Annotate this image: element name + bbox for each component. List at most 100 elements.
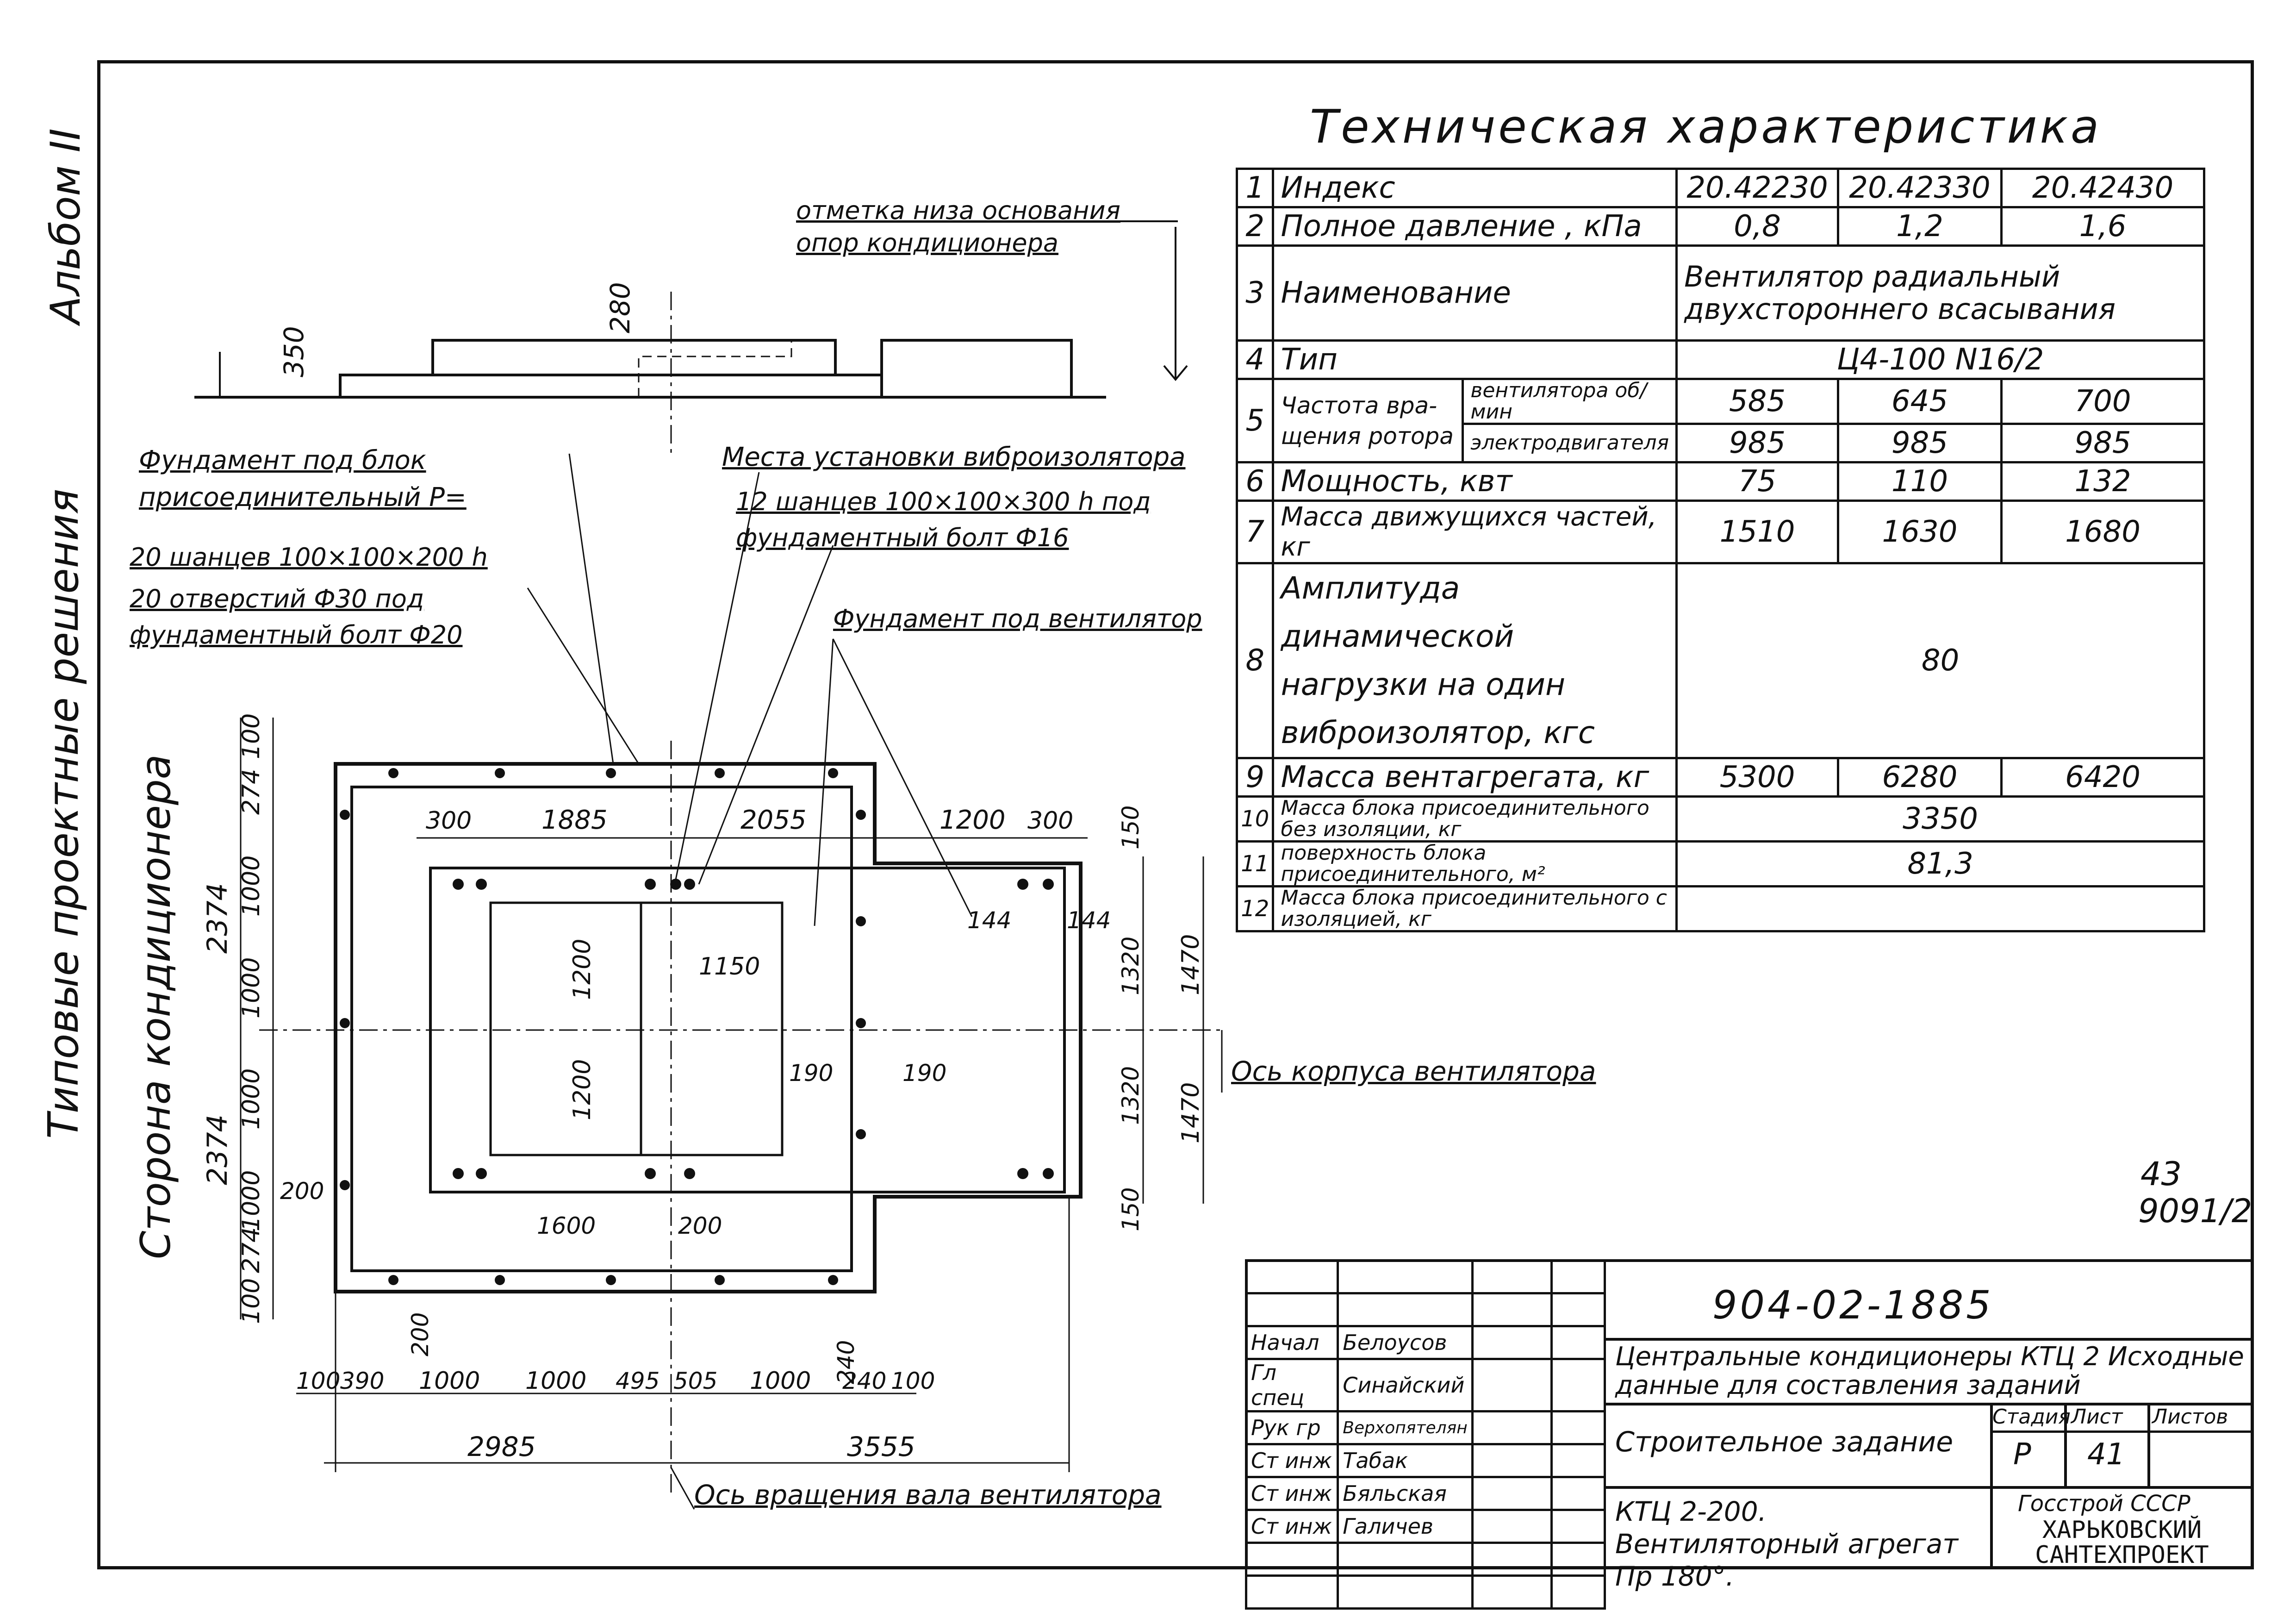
row-label: Наименование <box>1272 244 1678 342</box>
row-number: 5 <box>1235 378 1275 463</box>
cell: 700 <box>2000 378 2205 425</box>
document-code: 904-02-1885 <box>1712 1282 1994 1328</box>
project-title: Центральные кондиционеры КТЦ 2 Исходные … <box>1615 1342 2244 1400</box>
document-type: Строительное задание <box>1615 1426 1954 1458</box>
cell: 1,6 <box>2000 206 2205 247</box>
cell: 985 <box>2000 423 2205 463</box>
sheets-header: Листов <box>2152 1405 2228 1429</box>
dim-text: 1000 <box>750 1367 811 1395</box>
cell: 6280 <box>1836 757 2003 798</box>
bolt-hole <box>476 879 487 890</box>
merged-cell: Ц4-100 N16/2 <box>1675 339 2205 380</box>
role: Начал <box>1244 1325 1339 1360</box>
note-base-mark: отметка низа основания опор кондиционера <box>796 196 1121 257</box>
bolt-hole <box>476 1168 487 1179</box>
tech-row: 5 Частота вра-щения ротора вентилятора о… <box>1235 378 2205 463</box>
tech-row: 9 Масса вентагрегата, кг 5300 6280 6420 <box>1235 757 2205 798</box>
merged-cell: 80 <box>1675 562 2205 759</box>
bolt-hole <box>495 768 505 778</box>
bolt-hole <box>340 1018 350 1028</box>
bolt-hole <box>1043 879 1054 890</box>
bolt-hole <box>340 1180 350 1190</box>
dim-text: 150 <box>1117 806 1144 849</box>
bolt-hole <box>388 768 398 778</box>
page-number: 43 <box>2140 1155 2182 1193</box>
cell: 20.42430 <box>2000 168 2205 208</box>
sub-label: электродвигателя <box>1462 423 1678 463</box>
tech-row: 7 Масса движущихся частей, кг 1510 1630 … <box>1235 500 2205 564</box>
dim-text: 274 <box>237 769 265 815</box>
bolt-hole <box>684 1168 695 1179</box>
dim-text: 190 <box>902 1060 946 1087</box>
dim-text: 1000 <box>237 957 265 1018</box>
tech-row: 12 Масса блока присоединительного с изол… <box>1235 885 2205 932</box>
bolt-hole <box>1017 1168 1028 1179</box>
cell: 645 <box>1836 378 2003 425</box>
row-number: 8 <box>1235 562 1275 759</box>
unit-description: КТЦ 2-200. Вентиляторный агрегат Пр 180°… <box>1615 1496 1959 1592</box>
dim-text: 1885 <box>541 805 608 835</box>
cell: 110 <box>1836 461 2003 502</box>
dim-text: 100 <box>891 1368 935 1394</box>
dim-text: 1600 <box>537 1212 596 1239</box>
bolt-hole <box>1043 1168 1054 1179</box>
row-label: Индекс <box>1272 168 1678 208</box>
cell: 5300 <box>1675 757 1839 798</box>
bolt-hole <box>645 879 656 890</box>
leader <box>527 587 640 764</box>
stamp-divider <box>1990 1430 2254 1433</box>
note-fan-axis: Ось корпуса вентилятора <box>1231 1056 1596 1087</box>
dim-text: 144 <box>1067 907 1111 934</box>
archive-code: 9091/2 <box>2138 1192 2252 1230</box>
dim-text: 3555 <box>847 1431 915 1462</box>
cell: 1,2 <box>1836 206 2003 247</box>
bolt-hole <box>856 810 866 820</box>
row-number: 6 <box>1235 461 1275 502</box>
section-block-right <box>880 339 1073 399</box>
dim-text: 240 <box>842 1368 886 1394</box>
row-number: 3 <box>1235 244 1275 342</box>
cell: 1630 <box>1836 500 2003 564</box>
tech-table: 1 Индекс 20.42230 20.42330 20.42430 2 По… <box>1235 168 2205 932</box>
row-number: 1 <box>1235 168 1275 208</box>
tech-row: 8 Амплитуда динамической нагрузки на оди… <box>1235 562 2205 759</box>
cell: 20.42330 <box>1836 168 2003 208</box>
bolt-hole <box>1017 879 1028 890</box>
cell: 132 <box>2000 461 2205 502</box>
person-name: Табак <box>1337 1443 1474 1478</box>
note-holes20: 20 отверстий Ф30 под фундаментный болт Ф… <box>130 584 463 650</box>
org-name: ХАРЬКОВСКИЙ САНТЕХПРОЕКТ <box>2035 1516 2209 1569</box>
leader <box>814 638 834 926</box>
foundation-outline <box>334 762 1083 1293</box>
dim-text: 1200 <box>940 805 1006 835</box>
bolt-hole <box>828 768 838 778</box>
role: Ст инж <box>1244 1509 1339 1544</box>
role: Гл спец <box>1244 1358 1339 1412</box>
cell: 985 <box>1836 423 2003 463</box>
cell: 20.42230 <box>1675 168 1839 208</box>
dim-text: 300 <box>426 807 472 835</box>
leader <box>675 472 760 880</box>
cell: 75 <box>1675 461 1839 502</box>
bolt-hole <box>715 1275 725 1285</box>
stamp-divider <box>1606 1486 2254 1489</box>
dim-text: 2374 <box>201 1114 234 1185</box>
drawing-frame <box>97 60 2254 1569</box>
dim-text: 1200 <box>568 939 596 1000</box>
row-label: Масса блока присоединительного с изоляци… <box>1272 885 1678 932</box>
dim-text: 200 <box>678 1212 722 1239</box>
dim-text: 390 <box>340 1368 384 1394</box>
role: Ст инж <box>1244 1476 1339 1511</box>
leader <box>670 1467 695 1510</box>
row-label: Полное давление , кПа <box>1272 206 1678 247</box>
row-label: Масса вентагрегата, кг <box>1272 757 1678 798</box>
section-block <box>431 339 837 376</box>
row-label: Амплитуда динамической нагрузки на один … <box>1272 562 1678 759</box>
bolt-hole <box>340 810 350 820</box>
dim-text: 350 <box>278 326 310 377</box>
tech-row: 11 поверхность блока присоединительного,… <box>1235 840 2205 887</box>
row-label: Масса блока присоединительного без изоля… <box>1272 795 1678 843</box>
bolt-hole <box>645 1168 656 1179</box>
dim-text: 144 <box>967 907 1011 934</box>
